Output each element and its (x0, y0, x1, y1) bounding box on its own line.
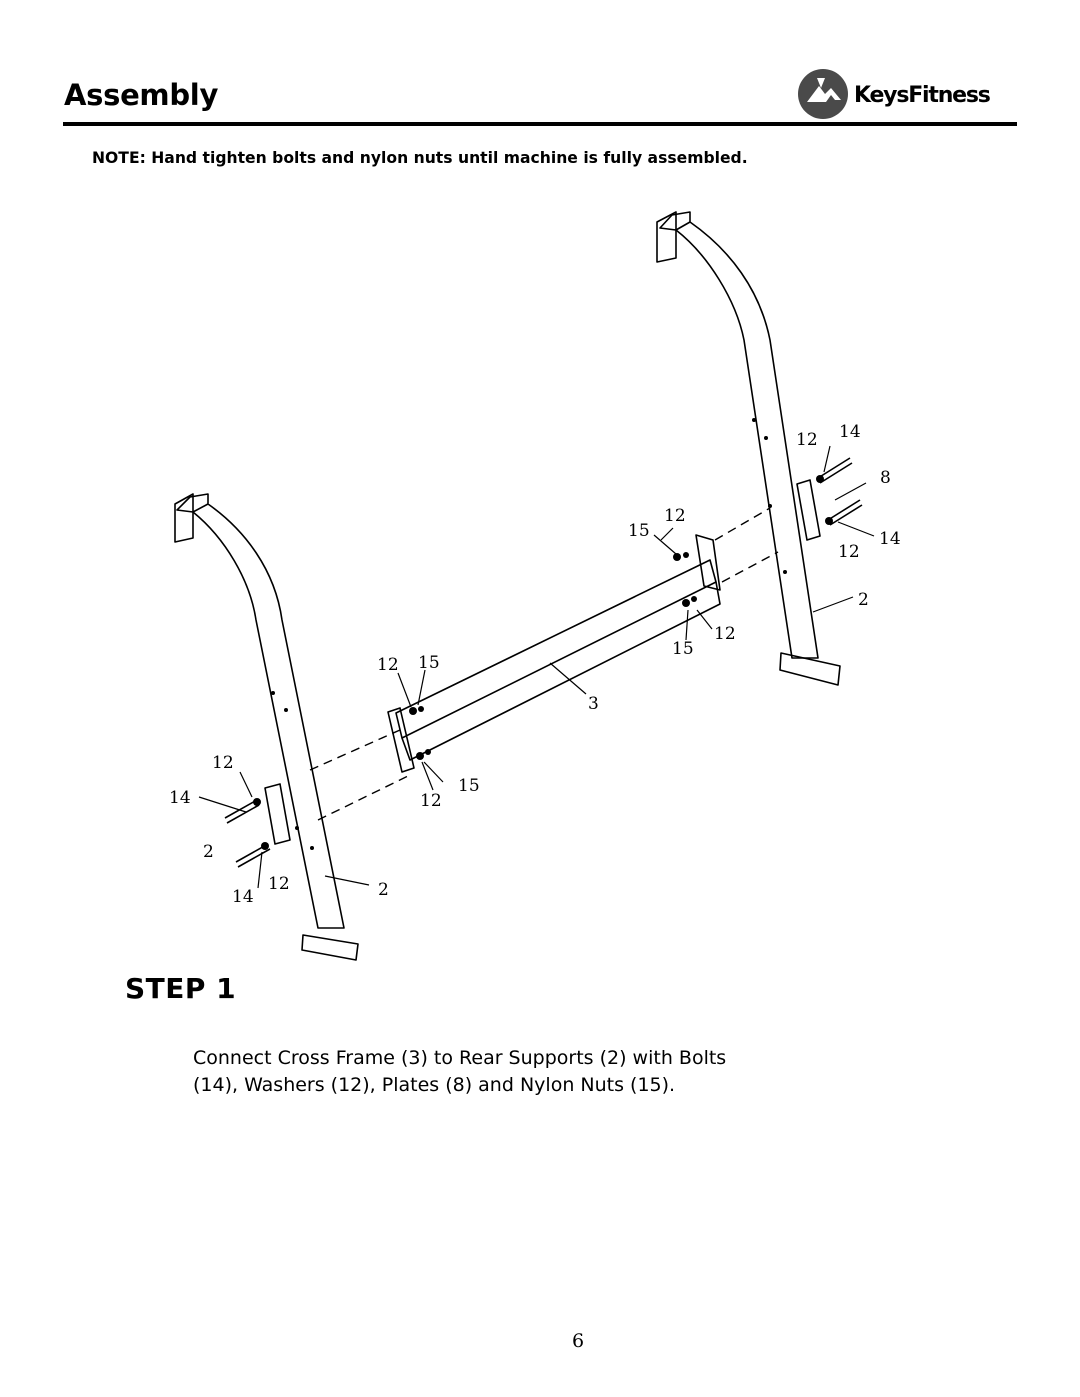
plate-left (264, 783, 291, 845)
step-heading: STEP 1 (125, 972, 237, 1005)
callout-2: 2 (858, 590, 869, 610)
callout-2: 2 (378, 880, 389, 900)
callout-12: 12 (796, 430, 818, 450)
page-number: 6 (572, 1330, 585, 1352)
plate-right (796, 479, 821, 541)
callout-15: 15 (628, 521, 650, 541)
callout-14: 14 (879, 529, 901, 549)
part-callouts: 12 14 8 15 12 12 14 2 15 12 12 15 3 12 1… (169, 422, 901, 907)
callout-15: 15 (418, 653, 440, 673)
right-rear-support (659, 211, 819, 659)
callout-12: 12 (377, 655, 399, 675)
callout-12: 12 (268, 874, 290, 894)
brand-name: KeysFitness (854, 83, 991, 108)
callout-12: 12 (212, 753, 234, 773)
callout-3: 3 (588, 694, 599, 714)
callout-12: 12 (420, 791, 442, 811)
header-divider (63, 122, 1017, 126)
callout-14: 14 (839, 422, 861, 442)
page-title: Assembly (64, 78, 219, 112)
step-instructions: Connect Cross Frame (3) to Rear Supports… (193, 1045, 893, 1099)
instructions-line: Connect Cross Frame (3) to Rear Supports… (193, 1047, 727, 1069)
callout-14: 14 (169, 788, 191, 808)
callout-14: 14 (232, 887, 254, 907)
assembly-note: NOTE: Hand tighten bolts and nylon nuts … (92, 149, 748, 167)
callout-8: 8 (880, 468, 891, 488)
callout-15: 15 (458, 776, 480, 796)
callout-2: 2 (203, 842, 214, 862)
instructions-line: (14), Washers (12), Plates (8) and Nylon… (193, 1074, 676, 1096)
callout-12: 12 (664, 506, 686, 526)
left-rear-support (176, 493, 345, 929)
keys-fitness-logo-icon (798, 69, 848, 119)
callout-15: 15 (672, 639, 694, 659)
cross-frame (395, 559, 717, 739)
callout-12: 12 (838, 542, 860, 562)
callout-12: 12 (714, 624, 736, 644)
brand-logo: KeysFitness (795, 66, 1025, 122)
